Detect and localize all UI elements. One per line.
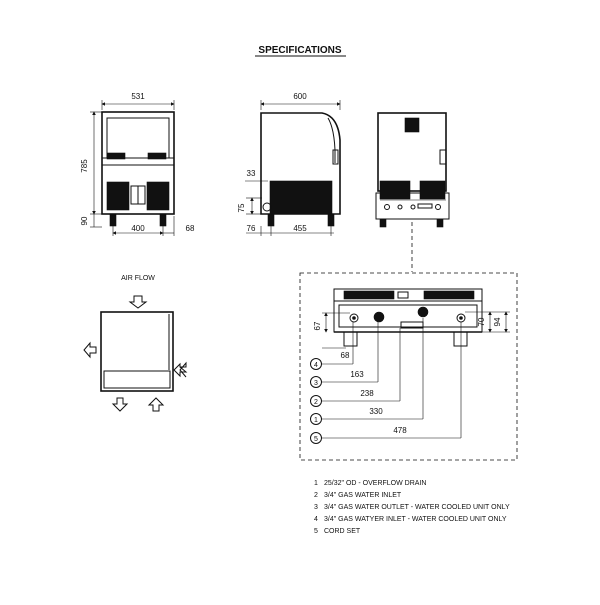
svg-text:4: 4 [314, 362, 318, 369]
airflow-label: AIR FLOW [121, 275, 155, 282]
airflow-view: AIR FLOW [83, 275, 188, 412]
svg-text:2: 2 [314, 399, 318, 406]
dim-400: 400 [131, 224, 145, 233]
svg-text:5: 5 [314, 436, 318, 443]
dim-68-front: 68 [186, 224, 195, 233]
dim-33: 33 [247, 169, 256, 178]
callout-3: 3 [310, 376, 322, 388]
front-grille-left [106, 181, 130, 211]
dim-90: 90 [80, 216, 89, 225]
rear-view [375, 112, 450, 272]
svg-text:1: 1 [314, 417, 318, 424]
front-view: 531 785 90 400 68 [80, 92, 195, 236]
dim-478: 478 [393, 426, 407, 435]
dim-238: 238 [360, 389, 374, 398]
dim-75: 75 [237, 203, 246, 212]
dim-330: 330 [369, 407, 383, 416]
airflow-arrow-down [111, 397, 129, 412]
page-title: SPECIFICATIONS [258, 45, 341, 56]
callout-4: 4 [310, 358, 322, 370]
dim-785: 785 [80, 159, 89, 173]
callout-2: 2 [310, 395, 322, 407]
dim-163: 163 [350, 370, 364, 379]
dim-76: 76 [247, 224, 256, 233]
airflow-arrow-up [147, 397, 165, 412]
dim-68-detail: 68 [341, 351, 350, 360]
callout-5: 5 [310, 432, 322, 444]
dim-67: 67 [313, 321, 322, 330]
airflow-arrow-top [128, 295, 148, 309]
dim-70: 70 [477, 317, 486, 326]
dim-455: 455 [293, 224, 307, 233]
airflow-arrow-right [173, 361, 188, 378]
dim-600: 600 [293, 92, 307, 101]
svg-text:3: 3 [314, 380, 318, 387]
callout-1: 1 [310, 413, 322, 425]
rear-detail-view: 67 70 94 68 163 238 330 478 4 [299, 272, 518, 461]
airflow-arrow-left [83, 341, 97, 359]
dim-94: 94 [493, 317, 502, 326]
side-grille [269, 180, 333, 215]
dim-531: 531 [131, 92, 145, 101]
front-grille-right [146, 181, 170, 211]
side-view: 600 33 75 76 455 [237, 92, 341, 236]
